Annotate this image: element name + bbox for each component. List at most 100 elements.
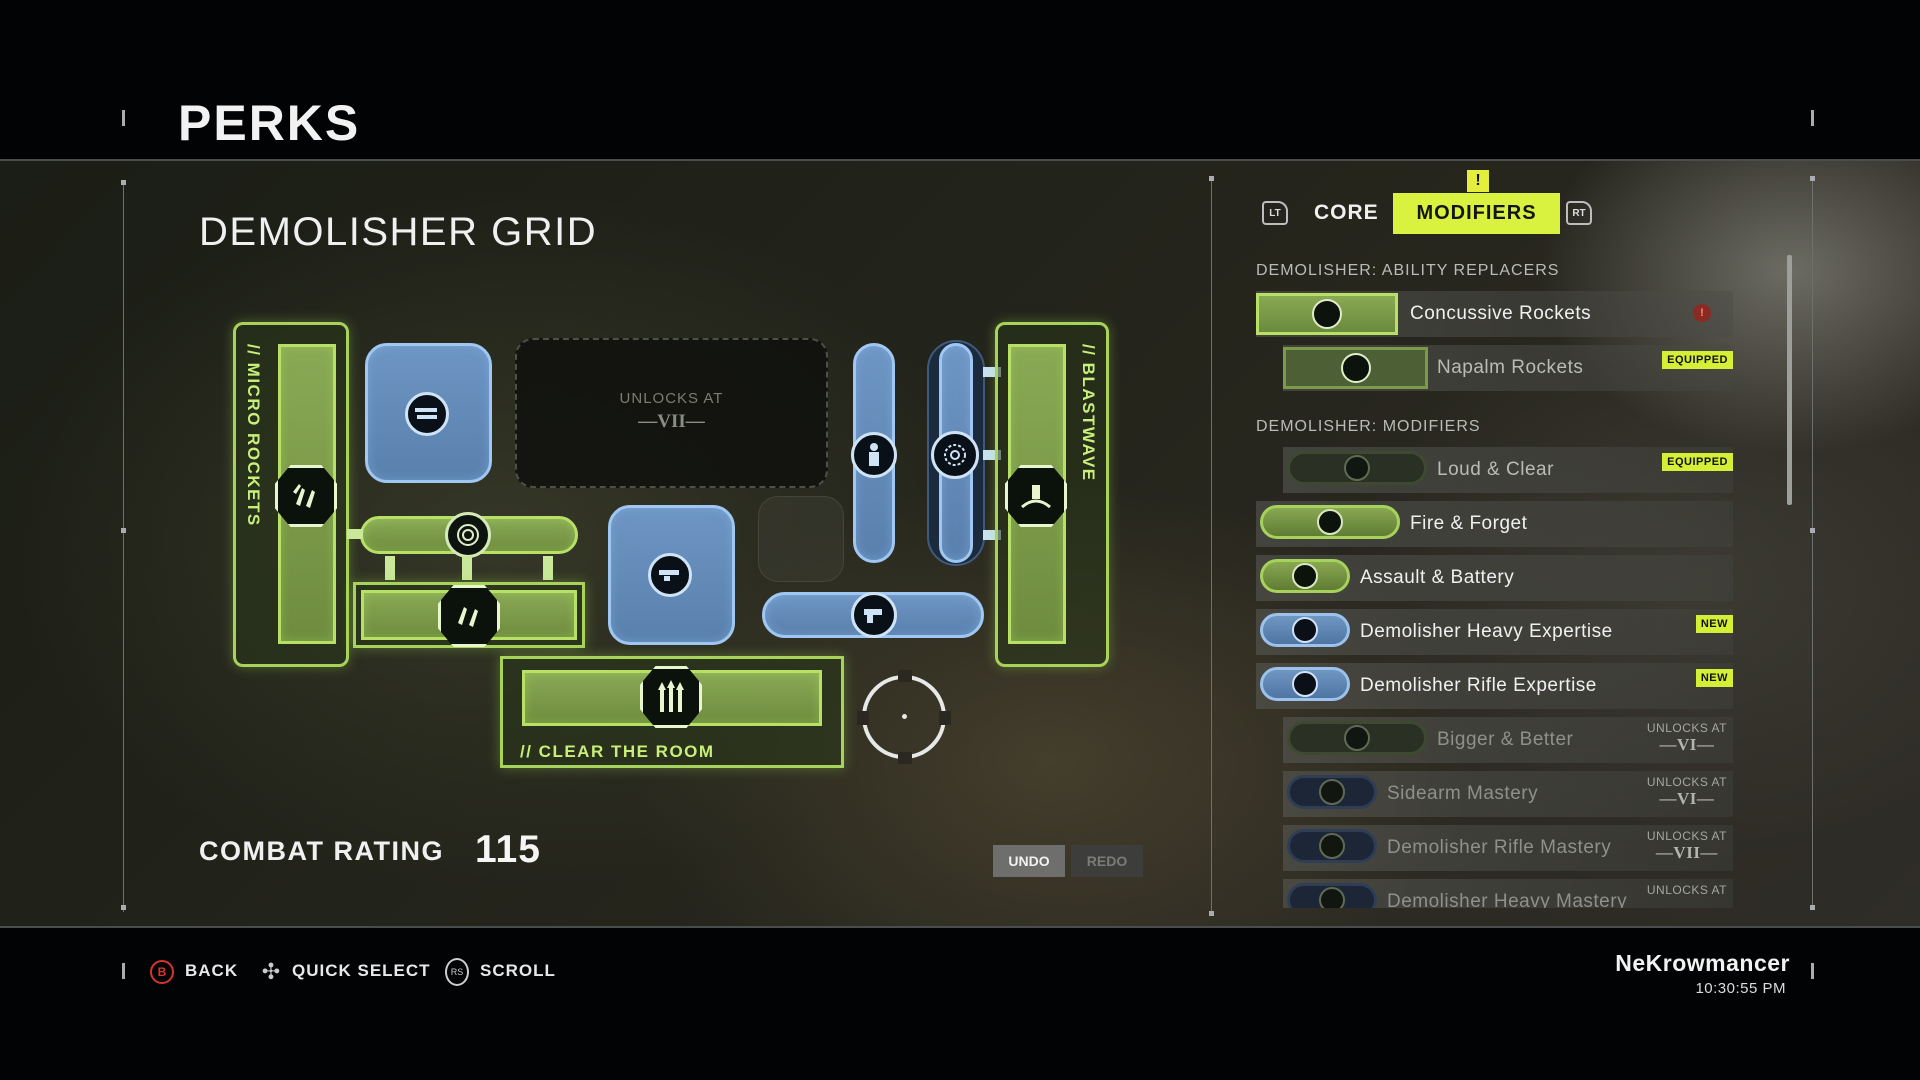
frame-dot (1810, 905, 1815, 910)
locked-grid-slot: UNLOCKS AT —VII— (515, 338, 828, 488)
loud-clear-icon (1344, 455, 1370, 481)
reticle-gap (857, 711, 869, 725)
reticle-center (902, 714, 907, 719)
corner-tick (122, 963, 125, 979)
frame-dot (1209, 176, 1214, 181)
tab-core[interactable]: CORE (1314, 201, 1379, 224)
list-scrollbar[interactable] (1787, 255, 1792, 505)
perk-label: Demolisher Heavy Mastery (1387, 891, 1628, 908)
heavy-mastery-icon (1319, 887, 1345, 908)
blastwave-label: // BLASTWAVE (1079, 344, 1098, 482)
connector (543, 556, 553, 580)
perk-label: Assault & Battery (1360, 567, 1515, 588)
quick-select-hint[interactable]: QUICK SELECT (292, 961, 431, 980)
rifle-expertise-icon (1292, 671, 1318, 697)
list-item-fire-and-forget[interactable]: Fire & Forget (1256, 501, 1733, 547)
list-item-napalm-rockets[interactable]: Napalm Rockets EQUIPPED (1283, 345, 1733, 391)
list-item-concussive-rockets[interactable]: Concussive Rockets ! (1256, 291, 1733, 337)
undo-button[interactable]: UNDO (993, 845, 1065, 877)
target-ring-icon[interactable] (931, 431, 979, 479)
micro-rockets-label: // MICRO ROCKETS (244, 344, 263, 527)
spiral-perk-icon[interactable] (445, 512, 491, 558)
unlock-requirement: UNLOCKS AT —VI— (1647, 721, 1727, 755)
assault-battery-icon (1292, 563, 1318, 589)
warning-icon: ! (1693, 304, 1711, 322)
micro-rockets-icon[interactable] (275, 465, 337, 527)
combat-rating-value: 115 (475, 828, 541, 871)
perk-chip (1287, 775, 1377, 809)
tab-modifiers[interactable]: MODIFIERS (1393, 193, 1560, 234)
perk-chip (1287, 829, 1377, 863)
unlock-requirement: UNLOCKS AT —VII— (1647, 829, 1727, 863)
perk-chip (1260, 559, 1350, 593)
top-divider (0, 159, 1920, 161)
scroll-hint[interactable]: SCROLL (480, 961, 556, 980)
frame-line (123, 182, 124, 912)
section-modifiers: DEMOLISHER: MODIFIERS (1256, 418, 1481, 435)
perk-label: Bigger & Better (1437, 729, 1574, 750)
equipped-badge: EQUIPPED (1662, 453, 1733, 471)
rifle-icon[interactable] (405, 392, 449, 436)
perk-label: Sidearm Mastery (1387, 783, 1539, 804)
concussive-rockets-icon (1312, 299, 1342, 329)
rt-trigger-icon[interactable]: RT (1566, 201, 1592, 225)
new-badge: NEW (1695, 615, 1733, 633)
weapon-perk-tile[interactable] (365, 343, 492, 483)
reticle-gap (898, 752, 912, 764)
b-button-icon: B (150, 960, 174, 984)
back-hint[interactable]: BACK (185, 961, 239, 980)
username: NeKrowmancer (1615, 950, 1790, 976)
rocket-barrage-icon[interactable] (438, 585, 500, 647)
perk-chip (1260, 505, 1400, 539)
new-badge: NEW (1695, 669, 1733, 687)
connector (983, 450, 1001, 460)
perk-label: Concussive Rockets (1410, 303, 1592, 324)
unlock-label: UNLOCKS AT (1646, 721, 1727, 735)
lt-trigger-icon[interactable]: LT (1262, 201, 1288, 225)
triple-rocket-icon[interactable] (640, 666, 702, 728)
frame-dot (1810, 176, 1815, 181)
perk-label: Demolisher Rifle Expertise (1360, 675, 1597, 696)
perk-chip (1260, 613, 1350, 647)
combat-rating-label: COMBAT RATING (199, 836, 444, 866)
list-item-demolisher-heavy-expertise[interactable]: Demolisher Heavy Expertise NEW (1256, 609, 1733, 655)
connector (347, 529, 363, 539)
heavy-expertise-icon (1292, 617, 1318, 643)
unlock-label: UNLOCKS AT (1646, 883, 1727, 897)
locked-slot-rank: —VII— (638, 411, 705, 432)
pistol-icon[interactable] (851, 592, 897, 638)
frame-dot (121, 180, 126, 185)
list-item-demolisher-rifle-mastery[interactable]: Demolisher Rifle Mastery UNLOCKS AT —VII… (1283, 825, 1733, 871)
list-item-loud-and-clear[interactable]: Loud & Clear EQUIPPED (1283, 447, 1733, 493)
grid-title: DEMOLISHER GRID (199, 210, 598, 254)
list-item-assault-and-battery[interactable]: Assault & Battery (1256, 555, 1733, 601)
frame-line (1211, 178, 1212, 916)
reticle-gap (898, 670, 912, 682)
smg-icon[interactable] (648, 553, 692, 597)
list-item-bigger-and-better[interactable]: Bigger & Better UNLOCKS AT —VI— (1283, 717, 1733, 763)
perk-chip (1256, 293, 1398, 335)
dpad-icon: ✣ (261, 959, 281, 984)
redo-button[interactable]: REDO (1071, 845, 1143, 877)
locked-slot-label: UNLOCKS AT (619, 390, 724, 407)
frame-line (1812, 178, 1813, 908)
unlock-label: UNLOCKS AT (1646, 775, 1727, 789)
corner-tick (122, 110, 125, 126)
list-item-demolisher-heavy-mastery[interactable]: Demolisher Heavy Mastery UNLOCKS AT (1283, 879, 1733, 908)
list-item-demolisher-rifle-expertise[interactable]: Demolisher Rifle Expertise NEW (1256, 663, 1733, 709)
perk-chip (1287, 721, 1427, 755)
blastwave-icon[interactable] (1005, 465, 1067, 527)
perk-label: Loud & Clear (1437, 459, 1554, 480)
bottom-bar (0, 926, 1920, 1080)
perk-chip (1260, 667, 1350, 701)
reticle-gap (939, 711, 951, 725)
perk-label: Demolisher Heavy Expertise (1360, 621, 1613, 642)
unlock-requirement: UNLOCKS AT (1647, 883, 1727, 897)
list-item-sidearm-mastery[interactable]: Sidearm Mastery UNLOCKS AT —VI— (1283, 771, 1733, 817)
corner-tick (1811, 963, 1814, 979)
frame-dot (1209, 911, 1214, 916)
frame-dot (121, 528, 126, 533)
soldier-icon[interactable] (851, 432, 897, 478)
page-title: PERKS (178, 95, 361, 151)
alert-icon: ! (1467, 170, 1489, 192)
